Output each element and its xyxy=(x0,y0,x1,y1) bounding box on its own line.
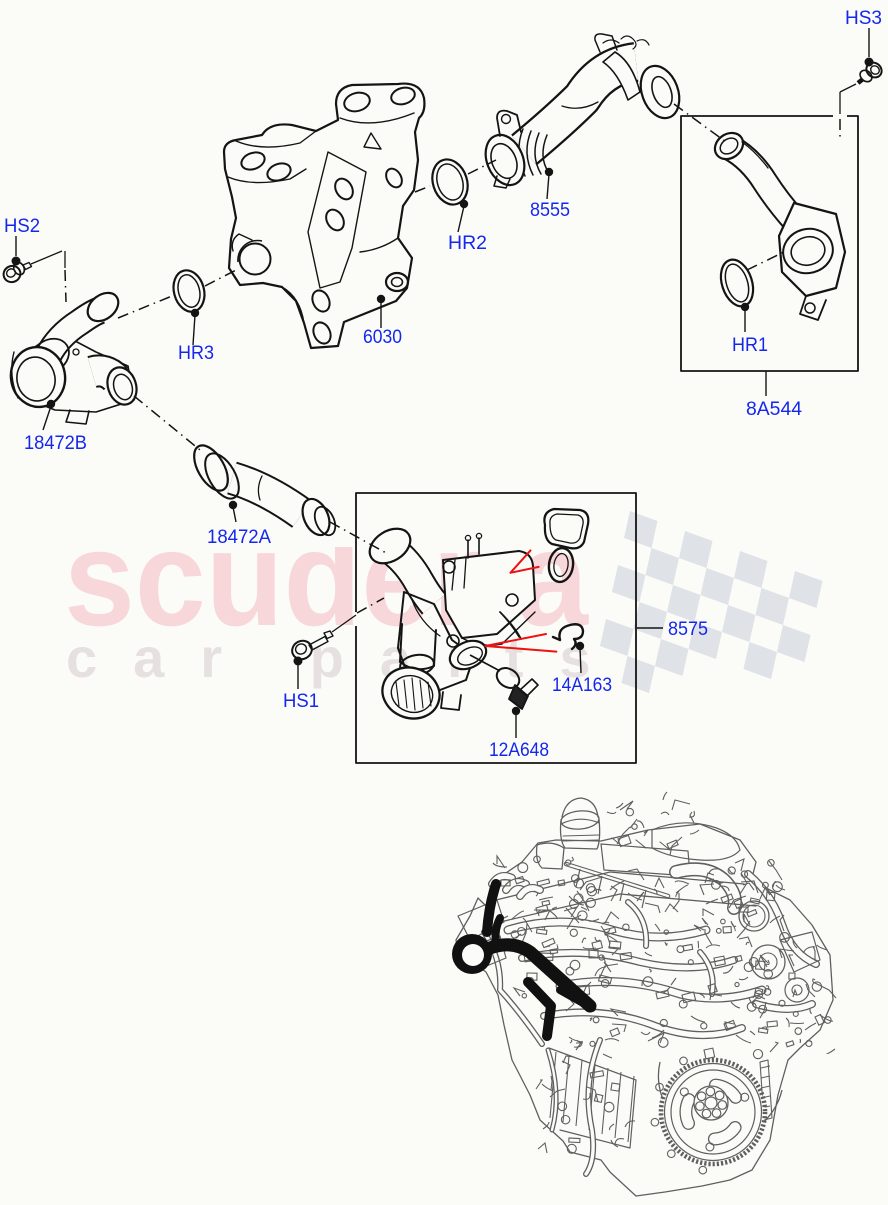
svg-text:HR3: HR3 xyxy=(178,343,214,364)
svg-text:8575: 8575 xyxy=(668,619,708,640)
svg-text:8A544: 8A544 xyxy=(746,399,802,420)
svg-text:HS3: HS3 xyxy=(845,8,882,29)
svg-text:HS2: HS2 xyxy=(4,216,40,237)
svg-text:14A163: 14A163 xyxy=(552,675,612,696)
svg-text:8555: 8555 xyxy=(530,200,570,221)
svg-text:HR2: HR2 xyxy=(448,233,487,254)
svg-text:6030: 6030 xyxy=(363,327,402,348)
svg-text:car parts: car parts xyxy=(66,626,627,689)
svg-text:18472A: 18472A xyxy=(207,527,271,548)
svg-text:HS1: HS1 xyxy=(283,691,319,712)
svg-text:18472B: 18472B xyxy=(24,433,87,454)
svg-text:HR1: HR1 xyxy=(732,335,768,356)
svg-text:12A648: 12A648 xyxy=(489,740,549,761)
